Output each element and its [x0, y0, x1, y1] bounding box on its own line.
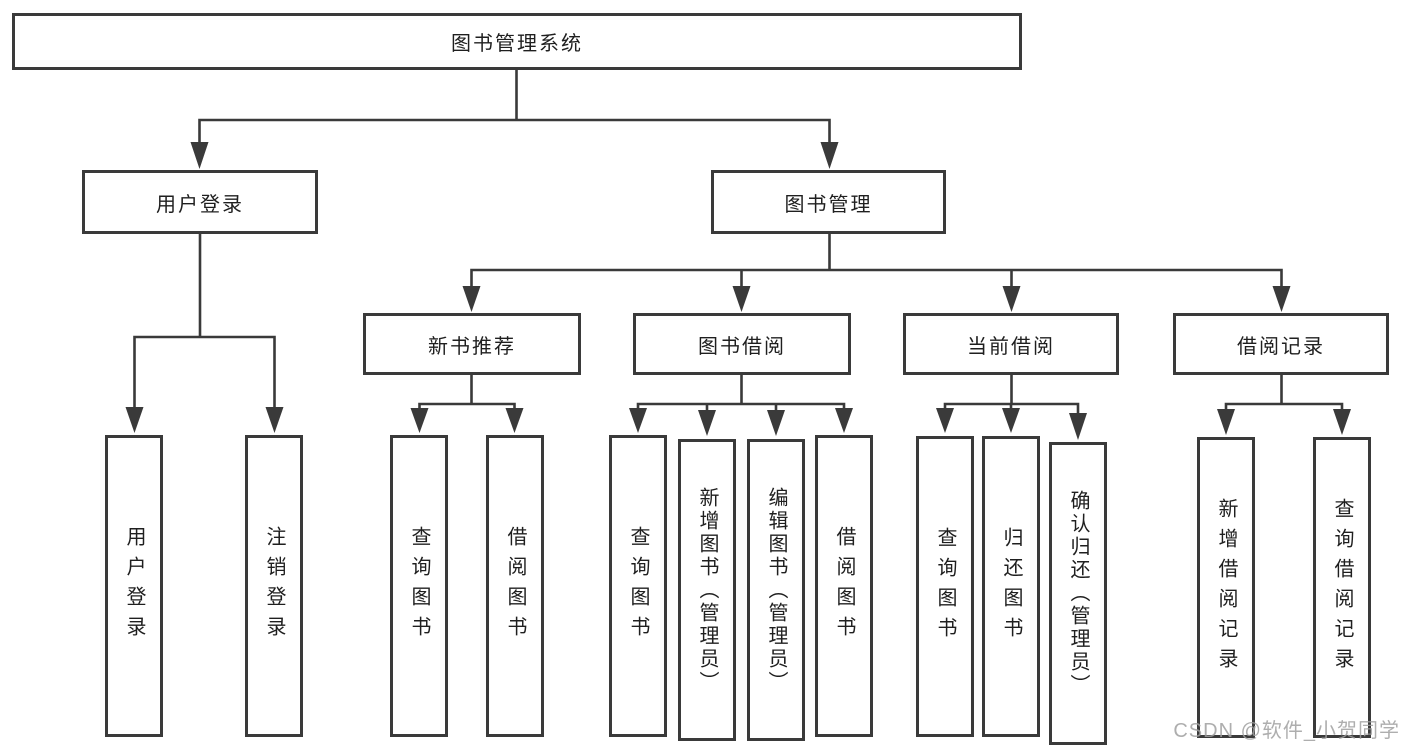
leaf-label: 查询借阅记录 — [1331, 497, 1353, 678]
leaf-add-borrow-record: 新增借阅记录 — [1197, 437, 1255, 738]
node-book-management-label: 图书管理 — [784, 193, 873, 216]
leaf-borrow-books-2: 借阅图书 — [815, 435, 873, 737]
arrow-down-icon — [767, 410, 785, 436]
arrow-down-icon — [629, 408, 647, 433]
arrow-down-icon — [936, 408, 954, 433]
leaf-query-books-3: 查询图书 — [916, 436, 974, 737]
arrow-down-icon — [1002, 408, 1020, 433]
connector-book-management — [462, 234, 1291, 312]
arrow-down-icon — [410, 408, 429, 433]
connector-current-borrow — [936, 375, 1087, 440]
leaf-label: 用户登录 — [123, 526, 145, 646]
arrow-down-icon — [1333, 409, 1351, 435]
leaf-borrow-books-1: 借阅图书 — [486, 435, 544, 737]
connector-new-book — [410, 375, 524, 433]
leaf-label: 查询图书 — [408, 526, 430, 646]
leaf-label: 借阅图书 — [504, 526, 526, 646]
connector-records — [1217, 375, 1351, 435]
arrow-down-icon — [820, 142, 839, 169]
leaf-label: 新增借阅记录 — [1215, 497, 1237, 678]
branch-label: 新书推荐 — [428, 335, 516, 358]
arrow-down-icon — [505, 408, 524, 433]
leaf-logout: 注销登录 — [245, 435, 303, 737]
leaf-add-book-admin: 新增图书（管理员） — [678, 439, 736, 741]
arrow-down-icon — [125, 407, 144, 433]
arrow-down-icon — [1069, 413, 1087, 440]
leaf-label: 查询图书 — [934, 526, 956, 647]
node-branch-book-borrow: 图书借阅 — [633, 313, 851, 375]
node-branch-new-book: 新书推荐 — [363, 313, 581, 375]
node-user-login: 用户登录 — [82, 170, 318, 234]
leaf-label: 确认归还（管理员） — [1067, 490, 1089, 697]
node-book-management: 图书管理 — [711, 170, 946, 234]
connector-user-login — [125, 234, 284, 433]
node-root: 图书管理系统 — [12, 13, 1022, 70]
leaf-edit-book-admin: 编辑图书（管理员） — [747, 439, 805, 741]
leaf-label: 归还图书 — [1000, 526, 1022, 647]
arrow-down-icon — [1217, 409, 1235, 435]
leaf-label: 编辑图书（管理员） — [765, 486, 787, 694]
arrow-down-icon — [732, 286, 751, 312]
leaf-return-books: 归还图书 — [982, 436, 1040, 737]
arrow-down-icon — [265, 407, 284, 433]
arrow-down-icon — [835, 408, 853, 433]
arrow-down-icon — [1002, 286, 1021, 312]
leaf-label: 查询图书 — [627, 526, 649, 646]
arrow-down-icon — [462, 286, 481, 312]
leaf-confirm-return-admin: 确认归还（管理员） — [1049, 442, 1107, 745]
csdn-watermark: CSDN @软件_小贺同学 — [1173, 720, 1400, 742]
leaf-query-borrow-record: 查询借阅记录 — [1313, 437, 1371, 738]
connector-book-borrow — [629, 375, 853, 436]
leaf-user-login: 用户登录 — [105, 435, 163, 737]
leaf-query-books-2: 查询图书 — [609, 435, 667, 737]
branch-label: 借阅记录 — [1237, 335, 1325, 358]
node-branch-current-borrow: 当前借阅 — [903, 313, 1119, 375]
leaf-label: 借阅图书 — [833, 526, 855, 646]
connector-root — [190, 70, 839, 169]
arrow-down-icon — [190, 142, 209, 169]
node-root-label: 图书管理系统 — [451, 33, 583, 55]
node-user-login-label: 用户登录 — [156, 193, 244, 216]
leaf-label: 注销登录 — [263, 526, 285, 646]
node-branch-records: 借阅记录 — [1173, 313, 1389, 375]
branch-label: 当前借阅 — [967, 335, 1055, 358]
arrow-down-icon — [1272, 286, 1291, 312]
branch-label: 图书借阅 — [698, 335, 786, 358]
leaf-query-books-1: 查询图书 — [390, 435, 448, 737]
arrow-down-icon — [698, 410, 716, 436]
leaf-label: 新增图书（管理员） — [696, 486, 718, 694]
